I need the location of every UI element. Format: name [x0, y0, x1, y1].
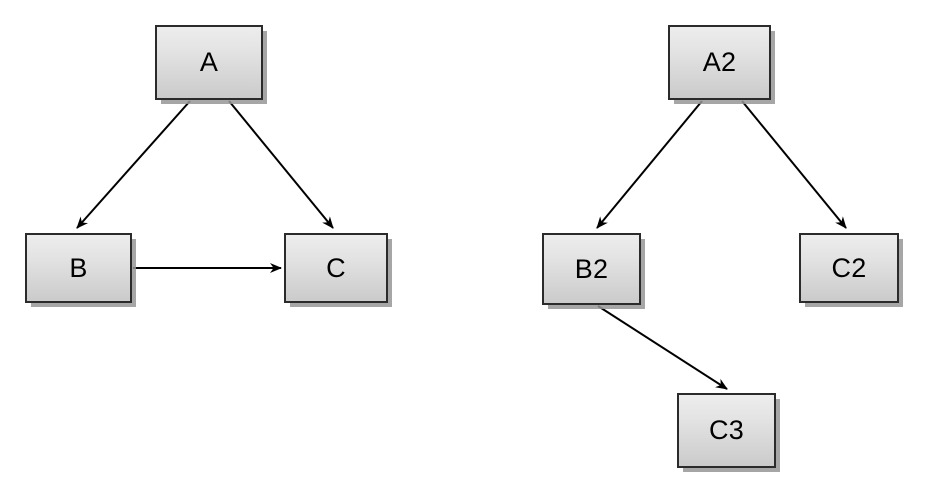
- node-C2[interactable]: C2: [799, 233, 899, 303]
- node-B2[interactable]: B2: [542, 233, 641, 305]
- node-A2[interactable]: A2: [668, 25, 771, 100]
- edge-A2-to-C2: [741, 100, 847, 229]
- node-C2-label: C2: [831, 252, 867, 283]
- edge-B2-to-C3: [597, 305, 728, 390]
- edge-A2-to-B2: [596, 100, 703, 229]
- node-B2-label: B2: [574, 253, 609, 284]
- node-C-label: C: [326, 252, 346, 283]
- edge-A-to-C: [228, 100, 334, 229]
- node-C3[interactable]: C3: [677, 393, 776, 468]
- node-A[interactable]: A: [155, 25, 263, 100]
- node-A2-label: A2: [702, 47, 737, 77]
- node-C[interactable]: C: [284, 233, 388, 303]
- node-B[interactable]: B: [25, 233, 132, 303]
- node-A-label: A: [199, 47, 219, 77]
- node-B-label: B: [69, 252, 88, 283]
- edge-A-to-B: [76, 100, 191, 229]
- node-C3-label: C3: [709, 415, 744, 445]
